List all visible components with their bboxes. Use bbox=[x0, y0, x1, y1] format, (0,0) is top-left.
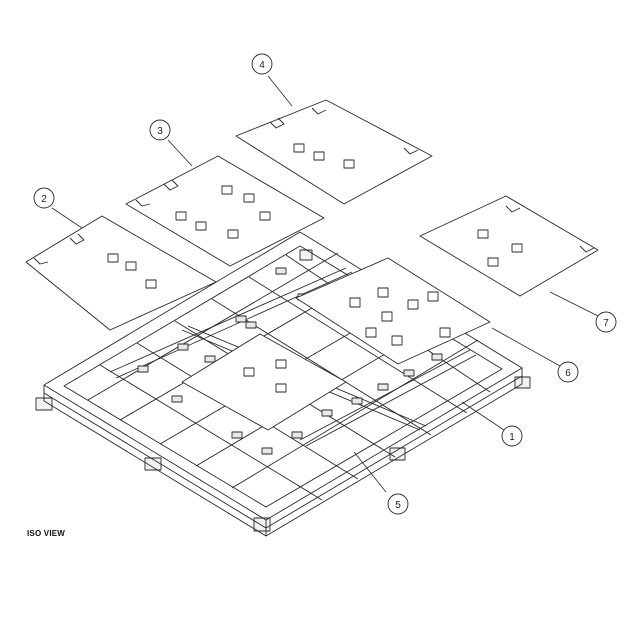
frame-top-inner bbox=[64, 246, 502, 507]
callout-6-label: 6 bbox=[565, 368, 571, 379]
callout-3: 3 bbox=[149, 119, 171, 141]
callout-5-label: 5 bbox=[395, 500, 401, 511]
callout-7-label: 7 bbox=[603, 318, 609, 329]
plate-6-cutouts bbox=[350, 288, 450, 345]
callout-4: 4 bbox=[251, 53, 273, 75]
plate-3-cutouts bbox=[176, 186, 270, 238]
callout-1-label: 1 bbox=[509, 432, 515, 443]
plate-3-notches bbox=[136, 180, 178, 206]
leader-lines bbox=[52, 76, 598, 492]
center-plate-cutouts bbox=[244, 360, 286, 392]
callout-2: 2 bbox=[33, 187, 55, 209]
plate-3 bbox=[126, 156, 324, 266]
plate-2 bbox=[26, 216, 216, 330]
callout-2-label: 2 bbox=[41, 194, 47, 205]
plate-7-notches bbox=[506, 206, 594, 252]
callout-7: 7 bbox=[595, 311, 617, 333]
view-label: ISO VIEW bbox=[27, 529, 66, 538]
plate-2-notches bbox=[34, 234, 84, 264]
plate-4-notches bbox=[270, 108, 418, 154]
callout-6: 6 bbox=[557, 361, 579, 383]
callout-3-label: 3 bbox=[157, 126, 163, 137]
plate-7 bbox=[420, 196, 598, 296]
plate-6 bbox=[296, 258, 490, 364]
plate-4 bbox=[236, 100, 432, 204]
frame-brackets bbox=[138, 268, 448, 454]
callout-balloons: 2 3 4 7 6 1 5 bbox=[33, 53, 617, 515]
callout-1: 1 bbox=[501, 425, 523, 447]
callout-5: 5 bbox=[387, 493, 409, 515]
plate-2-cutouts bbox=[108, 254, 156, 288]
callout-4-label: 4 bbox=[259, 60, 265, 71]
center-plate bbox=[182, 334, 346, 430]
plate-4-cutouts bbox=[294, 144, 354, 168]
plate-7-cutouts bbox=[478, 230, 522, 266]
